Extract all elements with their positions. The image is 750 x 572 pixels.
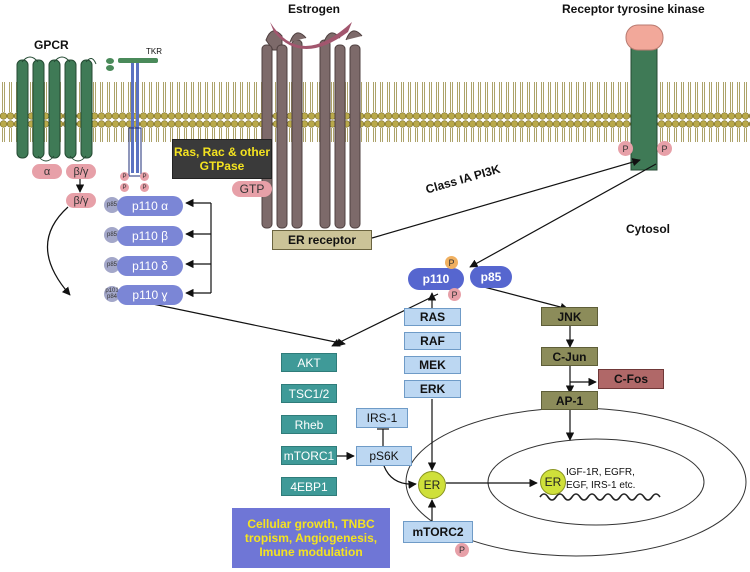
gtp-badge: GTP xyxy=(232,181,272,197)
irs1-box: IRS-1 xyxy=(356,408,408,428)
tkr-phosphate: P xyxy=(120,183,129,192)
jnk-box: JNK xyxy=(541,307,598,326)
rtk-label: Receptor tyrosine kinase xyxy=(562,2,705,16)
cjun-box: C-Jun xyxy=(541,347,598,366)
p110-catalytic-subunit: p110 xyxy=(408,268,464,290)
target-genes-line1: IGF-1R, EGFR, xyxy=(566,467,635,478)
akt-step-akt: AKT xyxy=(281,353,337,372)
pi3k-adapter-subunit: p85 xyxy=(104,227,120,243)
free-beta-gamma-subunit: β/γ xyxy=(66,193,96,208)
target-genes-line2: EGF, IRS-1 etc. xyxy=(566,480,636,491)
pi3k-adapter-subunit: p85 xyxy=(104,257,120,273)
tkr-receptor xyxy=(106,58,158,177)
signaling-arrows xyxy=(46,158,657,521)
tkr-phosphate: P xyxy=(120,172,129,181)
er-cytosolic: ER xyxy=(418,471,446,499)
gpcr-receptor xyxy=(16,56,97,162)
tkr-label: TKR xyxy=(146,47,162,56)
ps6k-box: pS6K xyxy=(356,446,412,466)
g-beta-gamma-subunit: β/γ xyxy=(66,164,96,179)
mtorc2-phosphate: P xyxy=(455,543,469,557)
mapk-step-ras: RAS xyxy=(404,308,461,326)
pi3k-isoform: p110 α xyxy=(117,196,183,216)
akt-step-mtorc1: mTORC1 xyxy=(281,446,337,465)
mapk-step-erk: ERK xyxy=(404,380,461,398)
p85-regulatory-subunit: p85 xyxy=(470,266,512,288)
mtorc2-box: mTORC2 xyxy=(403,521,473,543)
rtk-phosphate: P xyxy=(657,141,672,156)
cell-membrane xyxy=(0,82,750,142)
rtk-receptor xyxy=(625,24,664,171)
gpcr-label: GPCR xyxy=(34,38,69,52)
cytosol-label: Cytosol xyxy=(626,222,671,236)
p110-phosphate-orange: P xyxy=(445,256,458,269)
pi3k-adapter-subunit: p85 xyxy=(104,197,120,213)
mapk-step-raf: RAF xyxy=(404,332,461,350)
pi3k-isoform: p110 δ xyxy=(117,256,183,276)
tkr-phosphate: P xyxy=(140,183,149,192)
rtk-phosphate: P xyxy=(618,141,633,156)
p110-phosphate: P xyxy=(448,288,461,301)
er-receptor-dimers xyxy=(261,30,363,229)
akt-step-tsc1-2: TSC1/2 xyxy=(281,384,337,403)
akt-step-4ebp1: 4EBP1 xyxy=(281,477,337,496)
er-receptor-box: ER receptor xyxy=(272,230,372,250)
er-nuclear: ER xyxy=(540,469,566,495)
pi3k-isoform: p110 β xyxy=(117,226,183,246)
g-alpha-subunit: α xyxy=(32,164,62,179)
ap1-box: AP-1 xyxy=(541,391,598,410)
gtpase-box: Ras, Rac & other GTPase xyxy=(172,139,272,179)
cell-nucleus-inner xyxy=(487,438,705,526)
cfos-box: C-Fos xyxy=(598,369,664,389)
estrogen-label: Estrogen xyxy=(288,2,341,16)
estrogen-ligand xyxy=(270,22,352,49)
mapk-step-mek: MEK xyxy=(404,356,461,374)
akt-step-rheb: Rheb xyxy=(281,415,337,434)
dna-helix xyxy=(539,493,661,501)
pi3k-isoform: p110 ɣ xyxy=(117,285,183,305)
tkr-phosphate: P xyxy=(140,172,149,181)
pi3k-adapter-subunit: p101 p84 xyxy=(104,286,120,302)
outcome-box: Cellular growth, TNBC tropism, Angiogene… xyxy=(232,508,390,568)
